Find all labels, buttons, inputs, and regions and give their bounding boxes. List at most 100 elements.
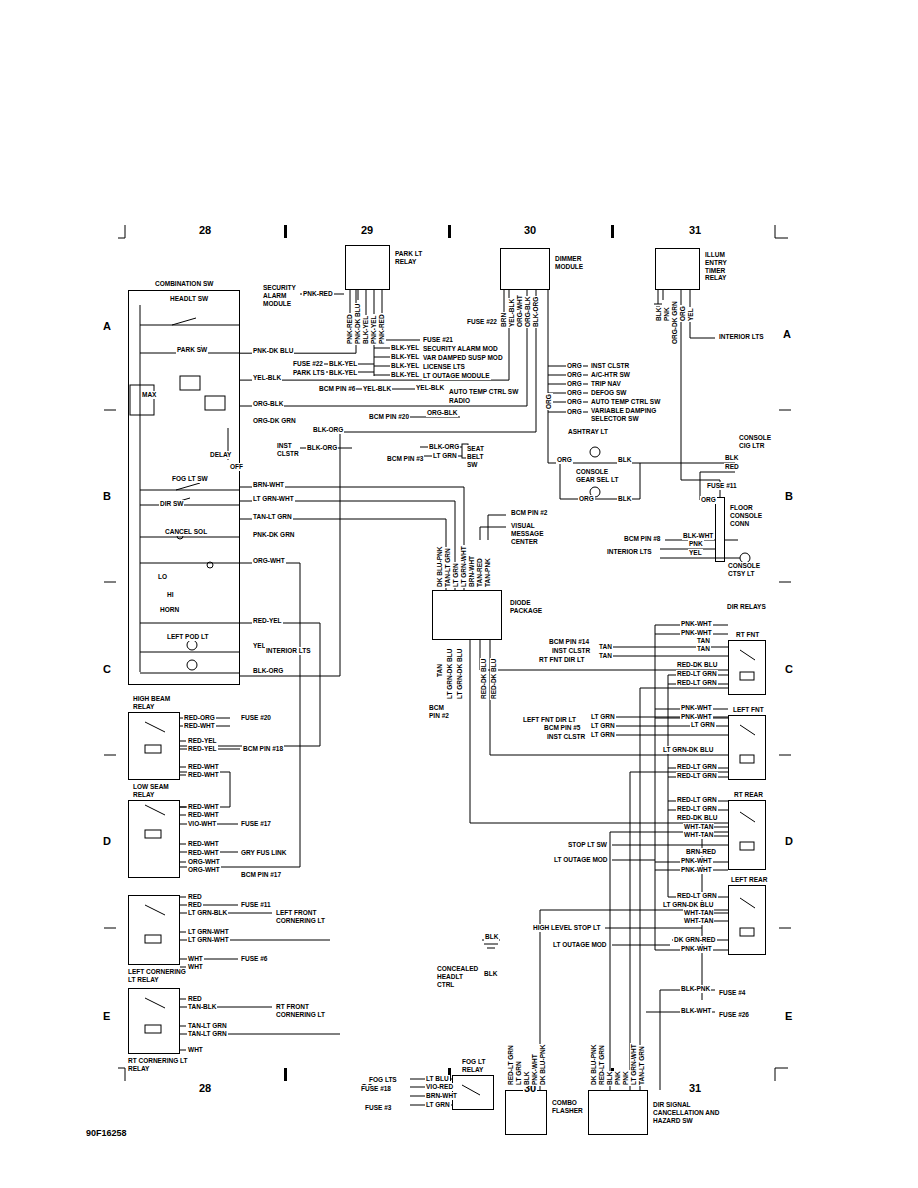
wire-label: DK BLU-PNK bbox=[590, 1044, 598, 1086]
wire-label: RED bbox=[724, 463, 740, 471]
wire-label: TRIP NAV bbox=[590, 380, 622, 388]
wire-label: LT OUTAGE MOD bbox=[552, 941, 608, 949]
wire-label: ORG-WHT bbox=[516, 294, 524, 328]
box-heading: LEFT FNT bbox=[732, 706, 765, 714]
relay-box: LEFT REAR bbox=[728, 885, 766, 955]
wire-label: LT GRN bbox=[590, 722, 616, 730]
wire-label: ASHTRAY LT bbox=[567, 428, 609, 436]
wire-label: YEL bbox=[687, 307, 695, 322]
component-label: FOG LT SW bbox=[171, 475, 209, 483]
grid-reference: C bbox=[102, 663, 112, 676]
wire-label: PNK-DK BLU bbox=[252, 347, 294, 355]
wire-label: LT GRN-DK BLU bbox=[662, 746, 714, 754]
wire-label: FUSE #6 bbox=[240, 955, 268, 963]
box-heading: DIODE PACKAGE bbox=[509, 599, 547, 615]
wire-label: LT GRN bbox=[452, 562, 460, 588]
wire-label: ORG-BLK bbox=[426, 409, 458, 417]
wire-label: ORG bbox=[556, 456, 573, 464]
grid-reference: 31 bbox=[688, 224, 702, 237]
wire-label: ORG-DK GRN bbox=[671, 300, 679, 345]
wire-label: LT GRN-BLK bbox=[187, 909, 228, 917]
wire-label: RED-DK BLU bbox=[480, 658, 488, 700]
wire-label: BLK-YEL bbox=[390, 371, 420, 379]
wire-connector bbox=[681, 290, 720, 497]
wire-label: LT GRN bbox=[432, 452, 458, 460]
relay-box: DIR SIGNAL CANCELLATION AND HAZARD SW bbox=[588, 1090, 648, 1135]
grid-reference: 28 bbox=[198, 1082, 212, 1095]
wire-label: BLK bbox=[724, 454, 739, 462]
wire-label: LT GRN-DK BLU bbox=[446, 648, 454, 700]
wire-label: LT GRN-WHT bbox=[187, 936, 230, 944]
wire-label: BRN-WHT bbox=[425, 1092, 458, 1100]
wire-label: BCM PIN #18 bbox=[242, 745, 284, 753]
wire-label: RED-LT GRN bbox=[676, 796, 718, 804]
grid-reference: 29 bbox=[360, 224, 374, 237]
box-heading: RT FNT bbox=[735, 631, 760, 639]
component-label: CANCEL SOL bbox=[164, 528, 208, 536]
wire-label: ORG bbox=[566, 380, 583, 388]
grid-reference: E bbox=[784, 1010, 793, 1023]
switch-housing: COMBINATION SWHEADLT SWPARK SWMAXDELAYOF… bbox=[128, 290, 240, 685]
wire-label: BCM PIN #17 bbox=[240, 871, 282, 879]
wire-label: BLK bbox=[617, 495, 632, 503]
wire-label: ORG bbox=[578, 495, 595, 503]
wire-label: RED-LT GRN bbox=[507, 1044, 515, 1086]
wire-label: RED-YEL bbox=[187, 745, 218, 753]
wire-label: TAN-LT GRN bbox=[187, 1030, 228, 1038]
wire-label: BLK-WHT bbox=[682, 532, 714, 540]
component-label: DIR SW bbox=[159, 500, 184, 508]
component-symbol bbox=[205, 396, 225, 410]
wire-label: PARK LTS bbox=[292, 369, 326, 377]
wire-label: BLK bbox=[523, 1071, 531, 1086]
box-heading: COMBINATION SW bbox=[154, 280, 214, 288]
relay-box: HIGH BEAM RELAY bbox=[128, 712, 180, 780]
wire-label: PNK-DK BLU bbox=[354, 303, 362, 345]
component-symbol bbox=[130, 385, 154, 415]
wire-label: PNK-WHT bbox=[680, 620, 713, 628]
box-heading: PARK LT RELAY bbox=[394, 250, 428, 266]
wire-label: ORG-WHT bbox=[187, 866, 221, 874]
wire-line bbox=[180, 807, 238, 862]
wire-label: WHT-TAN bbox=[683, 823, 714, 831]
wire-label: YEL bbox=[688, 549, 703, 557]
wire-label: DK BLU-PNK bbox=[436, 546, 444, 588]
wire-label: PNK-WHT bbox=[680, 866, 713, 874]
wire-line bbox=[660, 540, 740, 558]
wire-label: BCM PIN #2 bbox=[428, 704, 452, 720]
grid-reference: A bbox=[102, 320, 112, 333]
wire-line bbox=[548, 290, 640, 463]
component-symbol bbox=[448, 225, 451, 238]
wire-label: WHT-TAN bbox=[683, 917, 714, 925]
box-heading: ILLUM ENTRY TIMER RELAY bbox=[704, 251, 738, 282]
wire-label: TAN-LT GRN bbox=[444, 547, 452, 588]
wire-label: PNK-WHT bbox=[680, 857, 713, 865]
wire-label: BLK bbox=[655, 307, 663, 322]
wire-label: BCM PIN #6 bbox=[318, 385, 356, 393]
lamp-symbol bbox=[207, 562, 213, 568]
wire-label: PNK-RED bbox=[378, 313, 386, 345]
wire-label: ORG-WHT bbox=[187, 858, 221, 866]
wire-label: LT GRN-WHT bbox=[187, 928, 230, 936]
relay-box: DIMMER MODULE bbox=[500, 248, 550, 290]
wire-label: TAN bbox=[598, 643, 613, 651]
wire-label: SECURITY ALARM MODULE bbox=[262, 284, 300, 307]
relay-box: LOW SEAM RELAY bbox=[128, 800, 180, 878]
component-symbol bbox=[145, 830, 161, 838]
wire-label: RED-LT GRN bbox=[676, 892, 718, 900]
wire-label: PNK bbox=[688, 540, 704, 548]
wire-label: BLK bbox=[606, 1071, 614, 1086]
wire-connector bbox=[610, 832, 728, 1090]
component-label: LO bbox=[157, 573, 168, 581]
grid-reference: 90F16258 bbox=[85, 1128, 128, 1139]
wire-label: LT GRN-WHT bbox=[630, 1043, 638, 1086]
wire-label: RED-WHT bbox=[187, 763, 220, 771]
wire-line bbox=[118, 1068, 125, 1081]
wire-label: ORG bbox=[566, 398, 583, 406]
component-symbol bbox=[145, 935, 161, 943]
wire-label: TAN bbox=[696, 637, 711, 645]
component-symbol bbox=[284, 225, 287, 238]
wire-label: WHT-TAN bbox=[683, 909, 714, 917]
component-symbol bbox=[740, 755, 754, 763]
wire-connector bbox=[470, 640, 728, 823]
wire-label: ORG-BLK bbox=[252, 400, 284, 408]
